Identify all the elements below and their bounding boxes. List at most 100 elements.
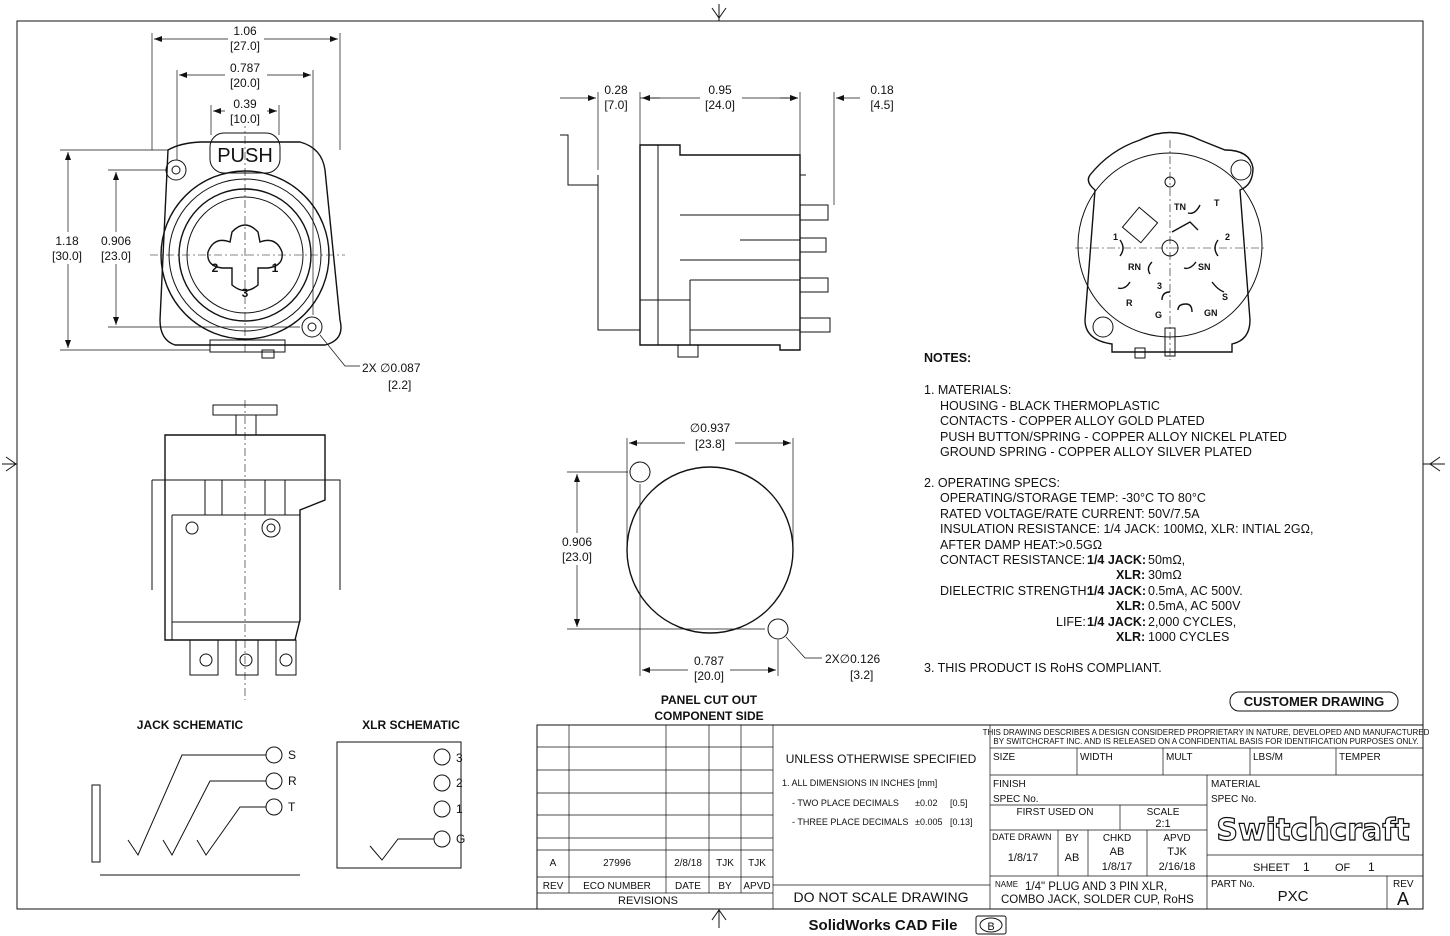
sheet-size-badge: B	[987, 921, 994, 933]
proprietary-line-1: THIS DRAWING DESCRIBES A DESIGN CONSIDER…	[983, 728, 1430, 737]
cutout-hole-callout-mm: [3.2]	[850, 668, 873, 682]
pin-1-label: 1	[272, 261, 279, 275]
note-label: 1/4 JACK:	[1087, 553, 1146, 567]
dim-side-c-mm: [4.5]	[870, 98, 893, 112]
tb-name-line-1: 1/4" PLUG AND 3 PIN XLR,	[1025, 881, 1167, 893]
note-line: DIELECTRIC STRENGTH:	[940, 584, 1090, 598]
tolerance-line-2-val: ±0.02	[915, 798, 937, 808]
xlr-pin-g: G	[456, 832, 465, 846]
tb-by: AB	[1065, 852, 1080, 864]
no-scale-note: DO NOT SCALE DRAWING	[793, 889, 968, 905]
note-line: 2,000 CYCLES,	[1148, 615, 1236, 629]
title-block: A 27996 2/8/18 TJK TJK REV ECO NUMBER DA…	[536, 724, 1430, 910]
note-line: 0.5mA, AC 500V	[1148, 599, 1241, 613]
tb-part: PXC	[1278, 888, 1309, 905]
cutout-height-mm: [23.0]	[562, 550, 592, 564]
tolerance-heading: UNLESS OTHERWISE SPECIFIED	[786, 752, 977, 766]
rev-header-eco: ECO NUMBER	[583, 881, 651, 892]
rear-label-r: R	[1126, 298, 1133, 308]
xlr-schematic: XLR SCHEMATIC 3 2 1 G	[336, 718, 465, 869]
tb-scale: 2:1	[1155, 818, 1170, 830]
dim-width: 1.06	[233, 24, 257, 38]
tb-spec-no-2: SPEC No.	[1211, 794, 1257, 805]
tb-date-drawn: 1/8/17	[1008, 852, 1039, 864]
rear-label-g: G	[1155, 310, 1162, 320]
tb-part-label: PART No.	[1211, 879, 1255, 890]
tb-chkd-date: 1/8/17	[1102, 861, 1133, 873]
rear-mount-hole-bottom	[1092, 316, 1114, 338]
tb-first-used-on: FIRST USED ON	[1016, 807, 1093, 818]
hole-callout-mm: [2.2]	[388, 378, 411, 392]
dim-side-a: 0.28	[604, 83, 628, 97]
rev-header-date: DATE	[675, 881, 701, 892]
cutout-subtitle: COMPONENT SIDE	[654, 709, 763, 723]
tolerance-line-2: - TWO PLACE DECIMALS	[792, 798, 899, 808]
tb-rev: A	[1397, 889, 1409, 909]
tb-chkd: AB	[1110, 846, 1125, 858]
dim-hole-spacing: 0.906	[101, 234, 131, 248]
cutout-width: 0.787	[694, 654, 724, 668]
note-line: 50mΩ,	[1148, 553, 1185, 567]
tb-apvd: TJK	[1167, 846, 1187, 858]
note-line: INSULATION RESISTANCE: 1/4 JACK: 100MΩ, …	[940, 522, 1313, 536]
tb-sheet: 1	[1303, 860, 1310, 874]
side-view: 0.28 [7.0] 0.95 [24.0] 0.18 [4.5]	[560, 83, 894, 358]
dim-button: 0.39	[233, 97, 257, 111]
note-line: 2. OPERATING SPECS:	[924, 476, 1060, 490]
note-line: 1. MATERIALS:	[924, 383, 1011, 397]
jack-schematic: JACK SCHEMATIC S R T	[91, 718, 300, 876]
rear-label-s: S	[1222, 292, 1228, 302]
tb-by-label: BY	[1065, 833, 1079, 844]
note-label: XLR:	[1116, 630, 1145, 644]
tb-finish: FINISH	[993, 779, 1026, 790]
note-label: 1/4 JACK:	[1087, 584, 1146, 598]
note-line: RATED VOLTAGE/RATE CURRENT: 50V/7.5A	[940, 507, 1200, 521]
tb-width: WIDTH	[1080, 752, 1113, 763]
cutout-height: 0.906	[562, 535, 592, 549]
rear-mount-hole-top	[1230, 159, 1252, 181]
rev-header-by: BY	[718, 881, 732, 892]
front-view: PUSH 2 1 3 1.06 [	[46, 24, 421, 392]
rev-row-apvd: TJK	[748, 858, 766, 869]
tb-material: MATERIAL	[1211, 779, 1261, 790]
jack-pin-r: R	[288, 774, 297, 788]
rear-label-1: 1	[1113, 232, 1118, 242]
rear-label-3: 3	[1157, 281, 1162, 291]
notes-block: NOTES: 1. MATERIALS: HOUSING - BLACK THE…	[924, 351, 1313, 675]
tb-scale-label: SCALE	[1147, 807, 1180, 818]
xlr-pin-cavity	[207, 224, 283, 292]
tb-size: SIZE	[993, 752, 1016, 763]
tolerance-line-3: - THREE PLACE DECIMALS	[792, 817, 908, 827]
dim-hole-spacing-mm: [23.0]	[101, 249, 131, 263]
customer-drawing-badge	[1229, 691, 1399, 712]
rev-row-by: TJK	[716, 858, 734, 869]
jack-pin-t: T	[288, 800, 296, 814]
xlr-pin-1: 1	[456, 802, 463, 816]
note-line: 1000 CYCLES	[1148, 630, 1229, 644]
pin-2-label: 2	[212, 261, 219, 275]
tolerance-line-3-mm: [0.13]	[950, 817, 973, 827]
note-label: XLR:	[1116, 568, 1145, 582]
note-line: LIFE:	[1056, 615, 1086, 629]
rev-row-eco: 27996	[603, 858, 631, 869]
dim-height: 1.18	[55, 234, 79, 248]
cutout-title: PANEL CUT OUT	[661, 693, 758, 707]
cad-file-label: SolidWorks CAD File	[809, 917, 958, 934]
cutout-width-mm: [20.0]	[694, 669, 724, 683]
rear-label-tn: TN	[1174, 202, 1186, 212]
dim-side-b: 0.95	[708, 83, 732, 97]
mount-hole-bottom	[301, 316, 323, 338]
cutout-circle	[626, 466, 794, 634]
tolerance-line-2-mm: [0.5]	[950, 798, 968, 808]
xlr-schematic-title: XLR SCHEMATIC	[362, 718, 460, 732]
hole-callout: 2X ∅0.087	[362, 361, 421, 375]
rev-row-date: 2/8/18	[674, 858, 702, 869]
xlr-pin-2: 2	[456, 776, 463, 790]
rear-label-2: 2	[1225, 232, 1230, 242]
cutout-hole-callout: 2X∅0.126	[825, 652, 880, 666]
dim-flange: 0.787	[230, 61, 260, 75]
notes-heading: NOTES:	[924, 351, 971, 365]
tb-name-label: NAME	[995, 880, 1018, 889]
tb-rev-label: REV	[1393, 879, 1414, 890]
